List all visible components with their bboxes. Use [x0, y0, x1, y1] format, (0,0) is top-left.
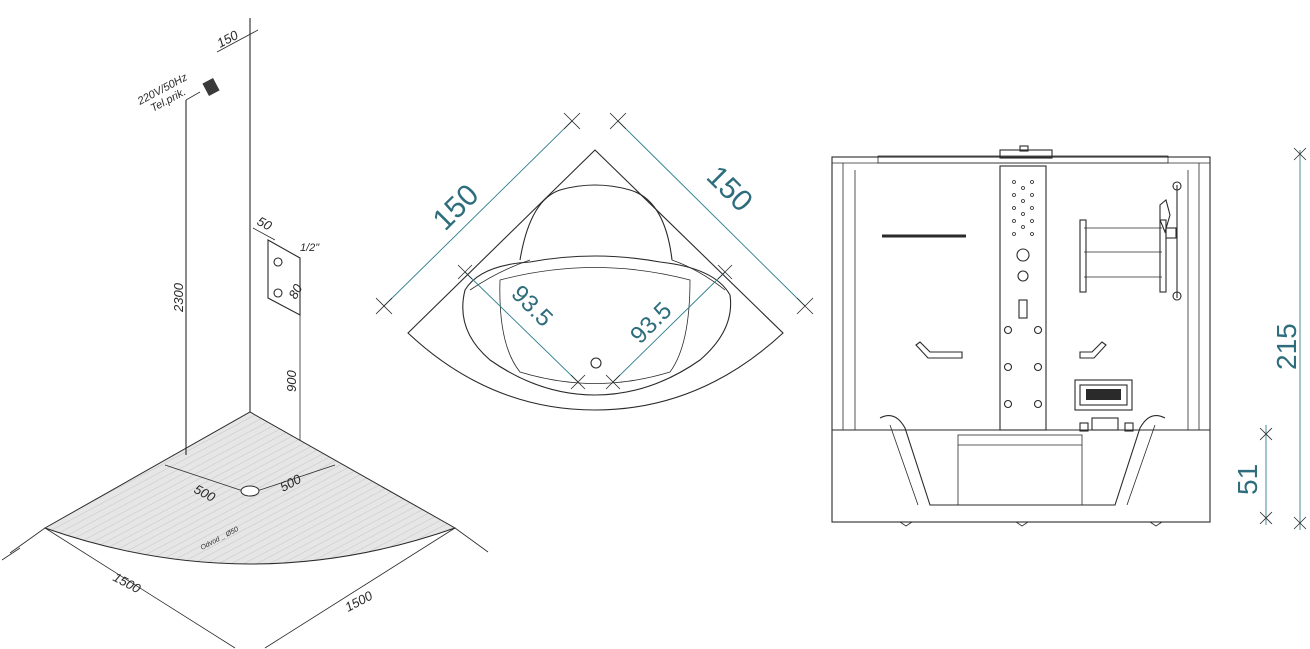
hand-shower-rail	[1159, 181, 1182, 301]
socket-box	[202, 78, 220, 96]
top-view: 150 150 93.5 93.5	[375, 112, 814, 411]
handle-right	[1079, 341, 1107, 359]
pipe-size-label: 1/2"	[300, 242, 320, 254]
top-side-right-label: 150	[700, 160, 759, 219]
cabin-frame	[831, 156, 1211, 523]
shower-column	[999, 165, 1047, 431]
wall-offset-label: 150	[214, 27, 241, 51]
top-inner-right-label: 93.5	[625, 297, 677, 349]
wall-height-label: 2300	[171, 282, 186, 313]
pipe-connection-upper	[273, 257, 283, 267]
shelf-rack	[1079, 219, 1167, 293]
front-view: 215 51	[831, 145, 1307, 530]
pipe-connection-lower	[273, 288, 283, 298]
pipe-spacing-label: 80	[285, 281, 305, 301]
tub-outline	[407, 149, 784, 411]
pipe-height-label: 900	[284, 370, 299, 392]
control-panel	[1074, 379, 1133, 411]
handle-left	[915, 341, 963, 359]
total-height-label: 215	[1271, 323, 1302, 370]
drain-icon	[240, 485, 260, 497]
installation-view: 220V/50Hz Tel.prik. 150 50 1/2" 80 900 2…	[1, 18, 489, 649]
top-inner-left-label: 93.5	[506, 280, 558, 332]
base-height-label: 51	[1232, 464, 1263, 495]
column-controls	[1003, 248, 1043, 409]
top-side-left-label: 150	[427, 178, 486, 237]
floor-depth-label: 1500	[342, 587, 375, 614]
pipe-plate	[267, 239, 301, 316]
top-drain-icon	[590, 357, 602, 369]
floor-width-label: 1500	[111, 569, 144, 596]
